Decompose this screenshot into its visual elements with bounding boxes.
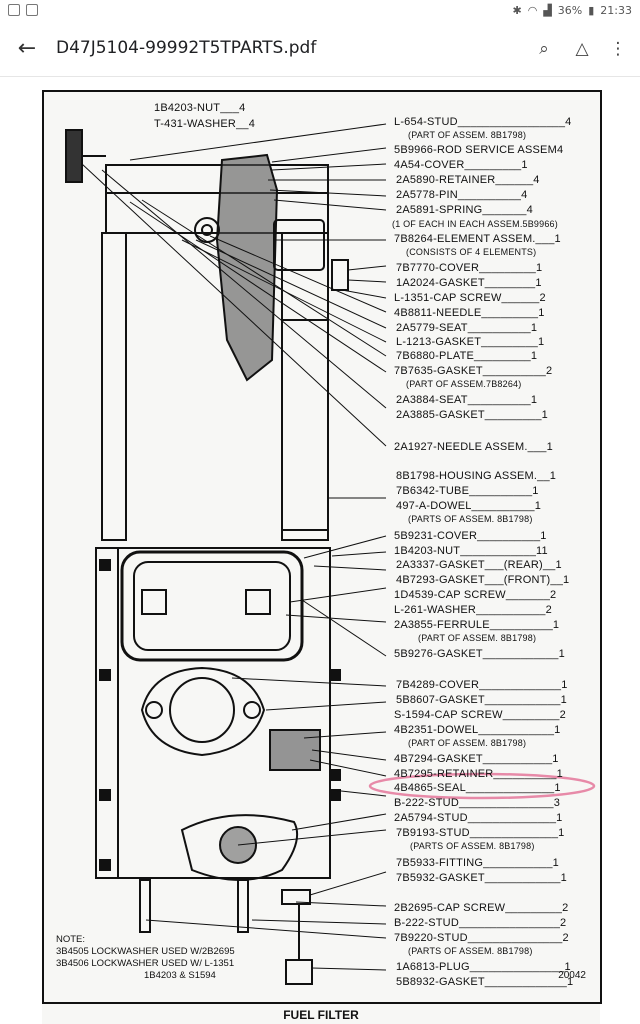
- more-vert-icon: ⋮: [609, 39, 627, 59]
- part-label: 1A2024-GASKET________1: [396, 277, 542, 289]
- signal-icon: ▟: [543, 4, 552, 17]
- document-title: D47J5104-99992T5TPARTS.pdf: [56, 38, 317, 58]
- battery-level: 36%: [557, 4, 583, 17]
- part-label: 5B9966-ROD SERVICE ASSEM4: [394, 144, 564, 156]
- part-label-seal: 4B4865-SEAL______________1: [394, 782, 561, 794]
- part-note: (PART OF ASSEM. 8B1798): [408, 738, 527, 748]
- part-label: T-431-WASHER__4: [154, 118, 256, 130]
- part-label: 2A5779-SEAT__________1: [396, 322, 538, 334]
- part-label: 5B9276-GASKET____________1: [394, 648, 565, 660]
- part-label: 7B9220-STUD_______________2: [394, 932, 569, 944]
- part-label: 5B8932-GASKET_____________1: [396, 976, 574, 988]
- part-label: 5B9231-COVER__________1: [394, 530, 547, 542]
- part-label: 7B7770-COVER_________1: [396, 262, 543, 274]
- pdf-page: 1B4203-NUT___4 T-431-WASHER__4 L-654-STU…: [42, 90, 602, 1024]
- part-note: (PART OF ASSEM.7B8264): [406, 379, 522, 389]
- part-label: 4A54-COVER_________1: [394, 159, 528, 171]
- arrow-back-icon: ←: [17, 36, 37, 61]
- part-note: (PART OF ASSEM. 8B1798): [418, 633, 537, 643]
- part-label: B-222-STUD_______________3: [394, 797, 561, 809]
- part-label: 4B8811-NEEDLE_________1: [394, 307, 545, 319]
- add-to-drive-button[interactable]: △: [568, 35, 596, 63]
- part-note: (CONSISTS OF 4 ELEMENTS): [406, 247, 537, 257]
- part-label: S-1594-CAP SCREW_________2: [394, 709, 566, 721]
- part-label: B-222-STUD________________2: [394, 917, 567, 929]
- part-note: (PARTS OF ASSEM. 8B1798): [408, 946, 533, 956]
- part-label: 7B7635-GASKET__________2: [394, 365, 553, 377]
- part-label: 2A5778-PIN__________4: [396, 189, 528, 201]
- gallery-icon: [8, 4, 20, 16]
- drawing-number: 20042: [558, 970, 586, 981]
- part-note: (PARTS OF ASSEM. 8B1798): [410, 841, 535, 851]
- seal-highlight: [368, 772, 596, 800]
- part-label: 1A6813-PLUG_______________1: [396, 961, 571, 973]
- status-bar: ✱ ◠ ▟ 36% ▮ 21:33: [0, 0, 640, 22]
- bluetooth-icon: ✱: [512, 4, 522, 17]
- part-label: 1B4203-NUT___4: [154, 102, 246, 114]
- part-label: 1D4539-CAP SCREW_______2: [394, 589, 557, 601]
- part-label: L-1351-CAP SCREW______2: [394, 292, 546, 304]
- part-label: 4B2351-DOWEL____________1: [394, 724, 561, 736]
- part-label: 7B5933-FITTING___________1: [396, 857, 559, 869]
- battery-icon: ▮: [588, 4, 595, 17]
- part-note: (1 OF EACH IN EACH ASSEM.5B9966): [392, 219, 558, 229]
- part-label: 2A3337-GASKET___(REAR)__1: [396, 559, 562, 571]
- part-note: (PARTS OF ASSEM. 8B1798): [408, 514, 533, 524]
- note-block: NOTE: 3B4505 LOCKWASHER USED W/2B2695 3B…: [56, 934, 235, 982]
- part-label: L-261-WASHER___________2: [394, 604, 552, 616]
- part-label: 4B7293-GASKET___(FRONT)__1: [396, 574, 570, 586]
- back-button[interactable]: ←: [14, 36, 40, 62]
- part-label: 2A3884-SEAT__________1: [396, 394, 538, 406]
- wifi-icon: ◠: [527, 4, 538, 17]
- part-label: 8B1798-HOUSING ASSEM.__1: [396, 470, 557, 482]
- app-bar: ← D47J5104-99992T5TPARTS.pdf ⌕ △ ⋮: [0, 22, 640, 77]
- more-options-button[interactable]: ⋮: [604, 35, 632, 63]
- part-label: 2A5891-SPRING_______4: [396, 204, 533, 216]
- figure-caption: FUEL FILTER: [283, 1008, 359, 1022]
- part-note: (PART OF ASSEM. 8B1798): [408, 130, 527, 140]
- page-border: [42, 90, 602, 1004]
- part-label: L-1213-GASKET_________1: [396, 336, 545, 348]
- part-label: 7B6880-PLATE_________1: [396, 350, 538, 362]
- part-label: 2A5890-RETAINER______4: [396, 174, 540, 186]
- find-in-document-icon: ⌕: [539, 39, 549, 59]
- part-label: 2A3885-GASKET_________1: [396, 409, 548, 421]
- part-label: 7B5932-GASKET____________1: [396, 872, 567, 884]
- part-label: 7B9193-STUD______________1: [396, 827, 565, 839]
- part-label: 7B8264-ELEMENT ASSEM.___1: [394, 233, 561, 245]
- note-heading: NOTE:: [56, 934, 86, 945]
- clock: 21:33: [600, 4, 632, 17]
- part-label: 4B7295-RETAINER__________1: [394, 768, 563, 780]
- part-label: 2A5794-STUD______________1: [394, 812, 563, 824]
- part-label: 4B7294-GASKET___________1: [394, 753, 559, 765]
- note-line: 1B4203 & S1594: [144, 970, 216, 981]
- note-line: 3B4506 LOCKWASHER USED W/ L-1351: [56, 958, 235, 969]
- part-label: 2B2695-CAP SCREW_________2: [394, 902, 569, 914]
- part-label: L-654-STUD_________________4: [394, 116, 572, 128]
- part-label: 2A3855-FERRULE__________1: [394, 619, 560, 631]
- part-label: 7B4289-COVER_____________1: [396, 679, 568, 691]
- part-label: 7B6342-TUBE__________1: [396, 485, 539, 497]
- part-label: 1B4203-NUT____________11: [394, 545, 548, 557]
- part-label: 2A1927-NEEDLE ASSEM.___1: [394, 441, 553, 453]
- fuel-filter-drawing: [65, 123, 596, 985]
- gallery-icon: [26, 4, 38, 16]
- part-label: 497-A-DOWEL__________1: [396, 500, 542, 512]
- search-button[interactable]: ⌕: [530, 35, 558, 63]
- part-label: 5B8607-GASKET____________1: [396, 694, 567, 706]
- note-line: 3B4505 LOCKWASHER USED W/2B2695: [56, 946, 235, 957]
- add-to-drive-icon: △: [575, 39, 589, 59]
